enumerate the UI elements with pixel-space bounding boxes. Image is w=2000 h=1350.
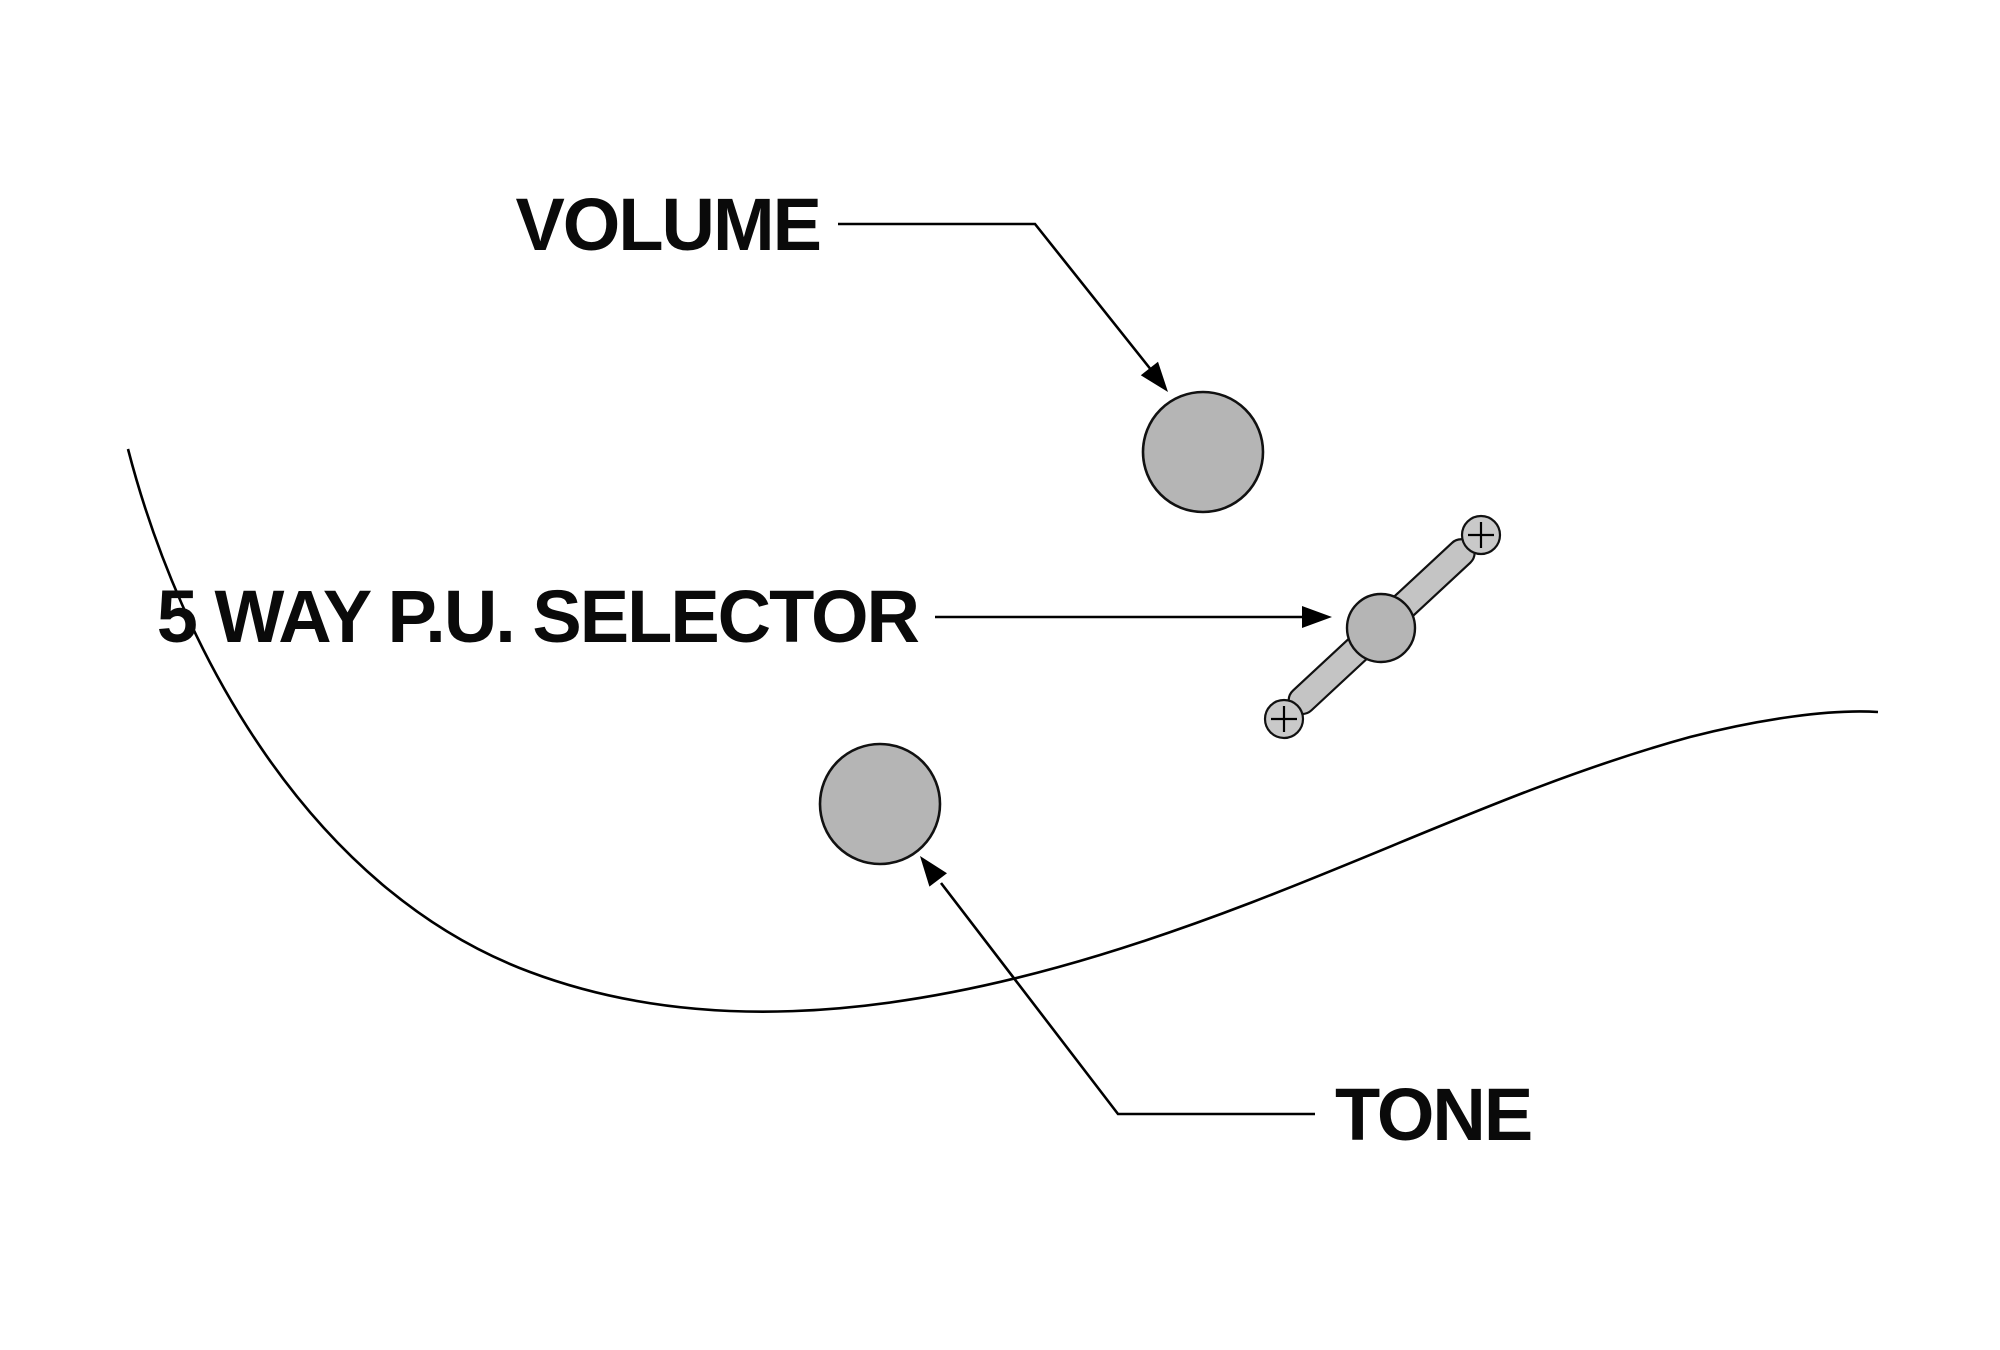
- selector-arrowhead-icon: [1302, 606, 1332, 628]
- pickup-selector-knob: [1345, 592, 1417, 664]
- selector-label: 5 WAY P.U. SELECTOR: [157, 575, 919, 658]
- volume-pointer-line: [838, 222, 1154, 372]
- volume-knob: [1141, 390, 1265, 514]
- volume-arrowhead-icon: [1140, 361, 1168, 392]
- tone-knob: [818, 742, 942, 866]
- tone-label: TONE: [1335, 1073, 1531, 1156]
- tone-arrowhead-icon: [920, 856, 947, 887]
- selector-screw-top: [1460, 514, 1502, 556]
- tone-pointer-line: [939, 882, 1315, 1116]
- selector-screw-bottom: [1263, 698, 1305, 740]
- guitar-body-outline-curve: [126, 448, 1879, 1013]
- volume-label: VOLUME: [515, 183, 820, 266]
